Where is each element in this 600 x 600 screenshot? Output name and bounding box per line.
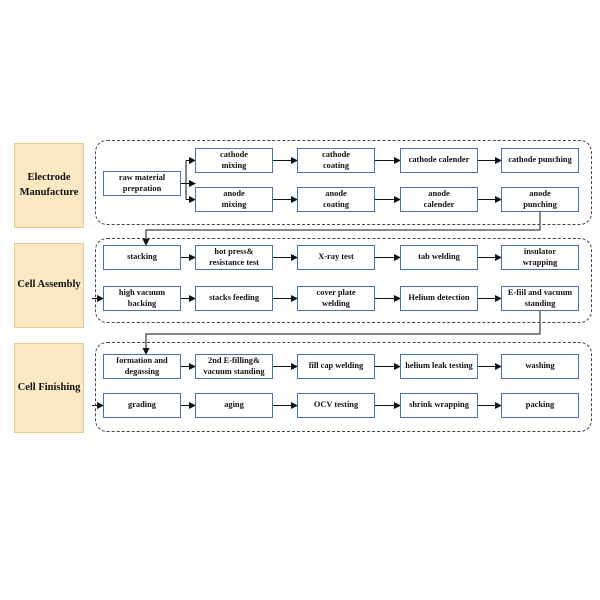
step-pack: packing [501, 393, 579, 418]
step-acal: anode calender [400, 187, 478, 212]
step-e2: 2nd E-filling& vacuum standing [195, 354, 273, 379]
phase-group [95, 342, 592, 432]
step-xray: X-ray test [297, 245, 375, 270]
step-cpunch: cathode punching [501, 148, 579, 173]
step-stack: stacking [103, 245, 181, 270]
step-wash: washing [501, 354, 579, 379]
step-insul: insulator wrapping [501, 245, 579, 270]
step-hvb: high vacuum backing [103, 286, 181, 311]
step-feed: stacks feeding [195, 286, 273, 311]
step-cover: cover plate welding [297, 286, 375, 311]
phase-label: Electrode Manufacture [14, 143, 84, 228]
step-form: formation and degassing [103, 354, 181, 379]
step-ocv: OCV testing [297, 393, 375, 418]
step-aging: aging [195, 393, 273, 418]
step-amix: anode mixing [195, 187, 273, 212]
step-shrink: shrink wrapping [400, 393, 478, 418]
step-hotpress: hot press& resistance test [195, 245, 273, 270]
phase-label: Cell Finishing [14, 343, 84, 433]
phase-group [95, 238, 592, 323]
step-heleak: helium leak testing [400, 354, 478, 379]
step-efill: E-fiil and vacuum standing [501, 286, 579, 311]
step-he: Helium detection [400, 286, 478, 311]
arrow-electrode-to-assembly [142, 212, 541, 246]
step-acoat: anode coating [297, 187, 375, 212]
step-fillcap: fill cap welding [297, 354, 375, 379]
phase-label: Cell Assembly [14, 243, 84, 328]
phase-group [95, 140, 592, 225]
step-grade: grading [103, 393, 181, 418]
step-tab: tab welding [400, 245, 478, 270]
step-cmix: cathode mixing [195, 148, 273, 173]
step-apunch: anode punching [501, 187, 579, 212]
step-raw: raw material prepration [103, 171, 181, 196]
step-ccal: cathode calender [400, 148, 478, 173]
step-ccoat: cathode coating [297, 148, 375, 173]
